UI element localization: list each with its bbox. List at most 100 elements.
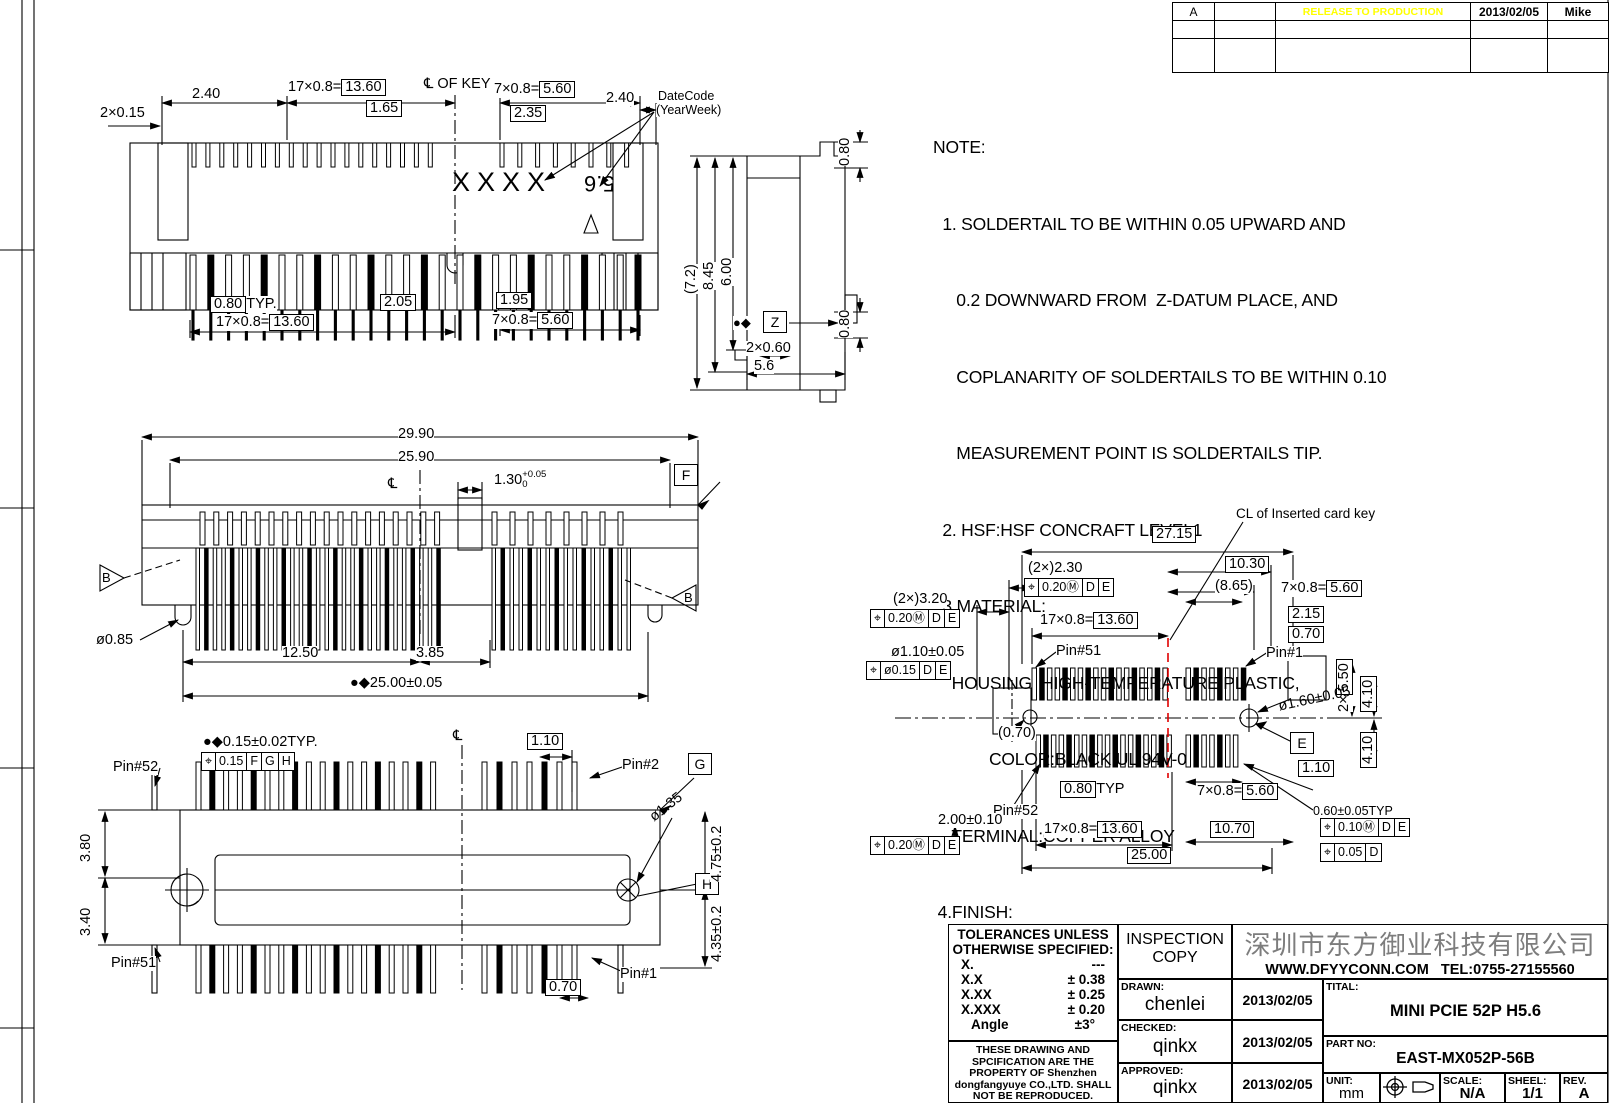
scale-cell: SCALE: N/A xyxy=(1440,1073,1505,1103)
dim-410-bottom: 4.10 xyxy=(1360,731,1378,768)
dim-340: 3.40 xyxy=(78,907,95,936)
projection-cell xyxy=(1380,1073,1440,1103)
dim-1250: 12.50 xyxy=(282,645,319,662)
inspection-symbols-z: ●◆ xyxy=(733,315,751,330)
rev-value: A xyxy=(1578,1085,1590,1102)
revision-table: A RELEASE TO PRODUCTION 2013/02/05 Mike xyxy=(1172,2,1609,73)
third-angle-projection-icon xyxy=(1383,1076,1434,1098)
detail-pads-top-right xyxy=(1185,667,1247,701)
marking-xxxx: XXXX xyxy=(452,167,553,197)
label-pin1-dv: Pin#1 xyxy=(1266,645,1304,662)
bottom-pins-bot-left xyxy=(195,944,437,994)
detail-pads-top-left xyxy=(1031,667,1168,701)
middle-slots-right xyxy=(491,511,624,546)
rev-cell: REV. A xyxy=(1560,1073,1608,1103)
dim-17x08-dv-bottom: 17×0.8=13.60 xyxy=(1044,821,1142,839)
datum-f: F xyxy=(674,464,698,486)
label-datecode: DateCode xyxy=(658,89,715,104)
checked-name: qinkx xyxy=(1152,1036,1198,1057)
front-top-slots-right xyxy=(499,142,630,168)
dim-d085: ø0.85 xyxy=(96,632,134,649)
dim-7x08-dv-bottom: 7×0.8=5.60 xyxy=(1197,783,1279,801)
dim-2500-dv: 25.00 xyxy=(1127,847,1172,865)
dim-2x320: (2×)3.20 xyxy=(893,591,948,608)
label-pin52: Pin#52 xyxy=(113,759,159,776)
dim-110-dv: 1.10 xyxy=(1298,760,1335,778)
dim-475: 4.75±0.2 xyxy=(709,825,726,882)
part-number: EAST-MX052P-56B xyxy=(1396,1050,1535,1067)
dim-d110: ø1.10±0.05 xyxy=(891,644,965,661)
datum-b-right: B xyxy=(684,590,693,605)
rev-description: RELEASE TO PRODUCTION xyxy=(1275,2,1471,21)
datum-e: E xyxy=(1290,732,1314,754)
approved-name: qinkx xyxy=(1152,1077,1198,1098)
property-note: THESE DRAWING AND SPCIFICATION ARE THE P… xyxy=(948,1041,1118,1103)
dim-205: 2.05 xyxy=(380,294,417,312)
detail-view xyxy=(895,521,1382,874)
middle-legs-left xyxy=(195,547,441,651)
notes-title: NOTE: xyxy=(933,137,986,157)
approved-cell: APPROVED: qinkx xyxy=(1118,1063,1232,1103)
dim-600: 6.00 xyxy=(719,257,736,286)
dim-72: (7.2) xyxy=(683,264,700,294)
checked-cell: CHECKED: qinkx xyxy=(1118,1020,1232,1063)
marking-56: 5.6 xyxy=(584,171,615,197)
bottom-pins-top-right xyxy=(481,761,578,811)
bottom-view xyxy=(98,745,712,1002)
dim-2715: 27.15 xyxy=(1152,526,1197,544)
drawn-name: chenlei xyxy=(1144,994,1206,1015)
dim-070-bv: 0.70 xyxy=(545,979,582,997)
label-cl-inserted-card-key: CL of Inserted card key xyxy=(1236,506,1376,522)
rev-letter: A xyxy=(1172,2,1215,21)
tolerance-box: TOLERANCES UNLESS OTHERWISE SPECIFIED: X… xyxy=(948,924,1118,1041)
dim-060-typ: 0.60±0.05TYP xyxy=(1313,804,1393,819)
label-pin51-dv: Pin#51 xyxy=(1056,643,1102,660)
company-name: 深圳市东方御业科技有限公司 xyxy=(1244,930,1596,960)
dim-235: 2.35 xyxy=(510,105,547,123)
label-pin2: Pin#2 xyxy=(622,757,660,774)
notes-block: NOTE: 1. SOLDERTAIL TO BE WITHIN 0.05 UP… xyxy=(933,84,1455,1103)
dim-195: 1.95 xyxy=(496,292,533,310)
sheet-cell: SHEEL: 1/1 xyxy=(1505,1073,1560,1103)
dim-2x230: (2×)2.30 xyxy=(1028,560,1083,577)
label-pin51: Pin#51 xyxy=(111,955,157,972)
datum-b-left: B xyxy=(102,570,111,585)
dim-410-top: 4.10 xyxy=(1360,675,1378,712)
dim-17x08-top: 17×0.8=13.60 xyxy=(288,79,386,97)
dim-cl-of-key: ℄ OF KEY xyxy=(424,76,491,93)
dim-845: 8.45 xyxy=(701,261,718,290)
middle-legs-right xyxy=(491,547,631,651)
dim-385: 3.85 xyxy=(416,645,445,662)
label-yearweek: (YearWeek) xyxy=(656,103,722,118)
scale-value: N/A xyxy=(1459,1085,1486,1102)
dim-2x015: 2×0.15 xyxy=(100,105,145,122)
rev-ecn xyxy=(1214,2,1276,21)
detail-pads-bot-left xyxy=(1035,734,1172,768)
detail-pads-bot-right xyxy=(1185,734,1239,768)
drawing-title: MINI PCIE 52P H5.6 xyxy=(1389,1002,1541,1020)
dim-2590: 25.90 xyxy=(398,449,435,466)
dim-7x08-top: 7×0.8=5.60 xyxy=(494,81,576,99)
dim-1070: 10.70 xyxy=(1210,821,1255,839)
label-pin1: Pin#1 xyxy=(620,966,658,983)
sheet-value: 1/1 xyxy=(1522,1085,1543,1102)
dim-56-side: 5.6 xyxy=(754,358,775,375)
dim-080-bottom-side: 0.80 xyxy=(837,309,854,338)
dim-865: (8.65) xyxy=(1215,578,1253,595)
front-top-slots-left xyxy=(191,142,433,168)
dim-070p: (0.70) xyxy=(998,725,1036,742)
dim-435: 4.35±0.2 xyxy=(709,905,726,962)
drawn-date: 2013/02/05 xyxy=(1232,979,1323,1020)
dim-7x08-dv-top: 7×0.8=5.60 xyxy=(1281,580,1363,598)
datum-z: Z xyxy=(763,311,787,333)
drawn-cell: DRAWN: chenlei xyxy=(1118,979,1232,1020)
